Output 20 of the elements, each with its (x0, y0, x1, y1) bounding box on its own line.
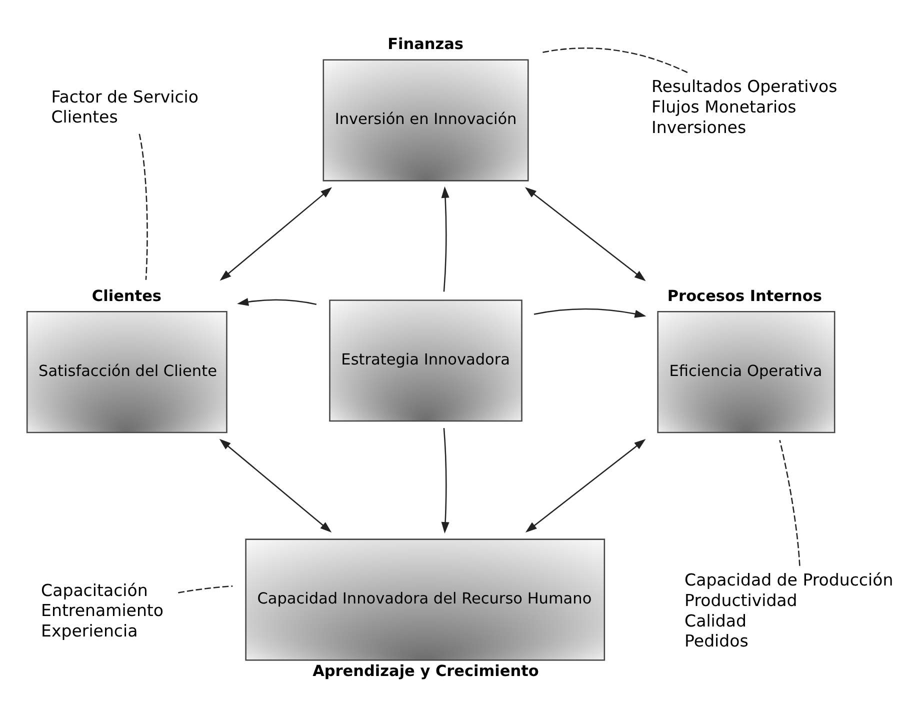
connector (138, 134, 148, 280)
arrow (219, 438, 332, 533)
node-text: Capacitación Entrenamiento Experiencia (41, 580, 164, 640)
node-label: Finanzas (388, 35, 464, 54)
arrow (525, 187, 646, 282)
arrow (441, 428, 450, 534)
arrow (525, 438, 646, 532)
arrow (237, 298, 317, 306)
node-label: Aprendizaje y Crecimiento (312, 662, 539, 680)
connector (779, 440, 800, 566)
connector (178, 585, 233, 594)
node-label: Clientes (92, 286, 162, 305)
connector (540, 48, 688, 74)
arrow (534, 308, 646, 318)
node-label: Procesos Internos (667, 286, 822, 305)
arrow (220, 187, 332, 281)
node-text: Resultados Operativos Flujos Monetarios Inversiones (651, 77, 838, 137)
node-text: Capacidad de Producción Productividad Calidad Pedidos (684, 570, 894, 651)
arrow (441, 186, 450, 292)
node-text: Factor de Servicio Clientes (51, 87, 199, 127)
